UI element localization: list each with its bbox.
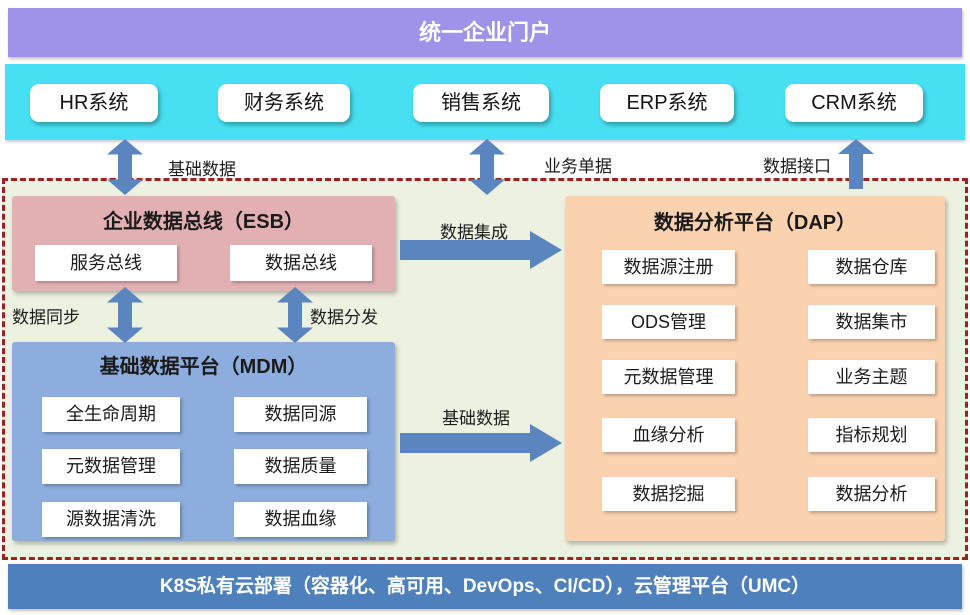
mdm-item: 全生命周期 (42, 397, 180, 432)
dap-item: 数据仓库 (808, 250, 935, 284)
double-arrow-dispatch-icon (277, 287, 313, 343)
dap-item: ODS管理 (602, 305, 735, 339)
dap-item: 元数据管理 (602, 360, 735, 394)
portal-banner: 统一企业门户 (8, 8, 962, 57)
double-arrow-sales-esb-icon (469, 139, 505, 195)
mdm-item: 元数据管理 (42, 449, 180, 484)
mdm-item: 源数据清洗 (42, 502, 180, 537)
dap-item: 数据源注册 (602, 250, 735, 284)
systems-band: HR系统 财务系统 销售系统 ERP系统 CRM系统 (5, 64, 965, 140)
esb-title: 企业数据总线（ESB） (102, 211, 305, 233)
up-arrow-dap-crm-icon (838, 139, 874, 189)
double-arrow-sync-icon (107, 287, 143, 343)
flow-label-dispatch: 数据分发 (310, 308, 378, 327)
right-arrow-mdm-dap-icon (400, 424, 562, 462)
mdm-panel: 基础数据平台（MDM） 全生命周期 数据同源 元数据管理 数据质量 源数据清洗 … (12, 342, 395, 541)
mdm-item: 数据同源 (234, 397, 367, 432)
mdm-item: 数据血缘 (234, 502, 367, 537)
system-box-sales: 销售系统 (413, 84, 549, 122)
esb-item: 数据总线 (230, 245, 372, 281)
flow-label-integration: 数据集成 (440, 223, 508, 242)
dap-item: 数据挖掘 (602, 477, 735, 511)
right-arrow-esb-dap-icon (400, 231, 562, 269)
esb-item: 服务总线 (35, 245, 177, 281)
system-box-finance: 财务系统 (218, 84, 350, 122)
flow-label-base-data-mid: 基础数据 (442, 409, 510, 428)
deployment-banner: K8S私有云部署（容器化、高可用、DevOps、CI/CD），云管理平台（UMC… (8, 564, 962, 609)
double-arrow-hr-esb-icon (107, 139, 143, 195)
system-box-crm: CRM系统 (785, 84, 923, 122)
flow-label-base-data-top: 基础数据 (168, 160, 236, 179)
flow-label-data-api: 数据接口 (763, 157, 831, 176)
dap-item: 指标规划 (808, 418, 935, 452)
dap-title: 数据分析平台（DAP） (653, 212, 857, 234)
dap-item: 血缘分析 (602, 418, 735, 452)
system-box-hr: HR系统 (30, 84, 158, 122)
dap-item: 数据分析 (808, 477, 935, 511)
flow-label-sync: 数据同步 (12, 308, 80, 327)
system-box-erp: ERP系统 (600, 84, 734, 122)
dap-item: 业务主题 (808, 360, 935, 394)
dap-panel: 数据分析平台（DAP） 数据源注册 数据仓库 ODS管理 数据集市 元数据管理 … (565, 196, 945, 541)
dap-item: 数据集市 (808, 305, 935, 339)
esb-panel: 企业数据总线（ESB） 服务总线 数据总线 (12, 196, 395, 291)
flow-label-business-docs: 业务单据 (544, 157, 612, 176)
mdm-item: 数据质量 (234, 449, 367, 484)
mdm-title: 基础数据平台（MDM） (99, 356, 308, 378)
